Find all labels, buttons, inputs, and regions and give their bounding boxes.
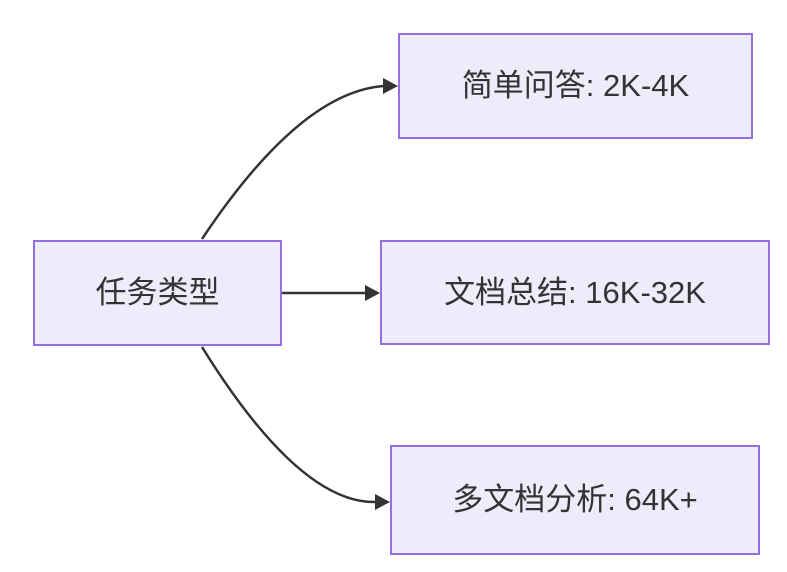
node-task-type: 任务类型 xyxy=(33,240,282,346)
edge-task-to-doc-summary xyxy=(282,285,380,301)
arrowhead-icon xyxy=(365,285,380,301)
edge-task-to-simple-qa xyxy=(200,78,398,240)
arrowhead-icon xyxy=(383,78,398,94)
node-multi-doc-label: 多文档分析: 64K+ xyxy=(452,482,698,518)
arrowhead-icon xyxy=(375,494,390,510)
edge-task-to-multi-doc xyxy=(200,346,390,510)
node-simple-qa: 简单问答: 2K-4K xyxy=(398,33,753,139)
node-simple-qa-label: 简单问答: 2K-4K xyxy=(461,68,690,104)
edge-line xyxy=(200,346,378,504)
node-task-type-label: 任务类型 xyxy=(95,275,220,311)
node-doc-summary: 文档总结: 16K-32K xyxy=(380,240,770,345)
node-doc-summary-label: 文档总结: 16K-32K xyxy=(444,274,706,310)
edge-line xyxy=(200,84,385,240)
node-multi-doc: 多文档分析: 64K+ xyxy=(390,445,760,555)
